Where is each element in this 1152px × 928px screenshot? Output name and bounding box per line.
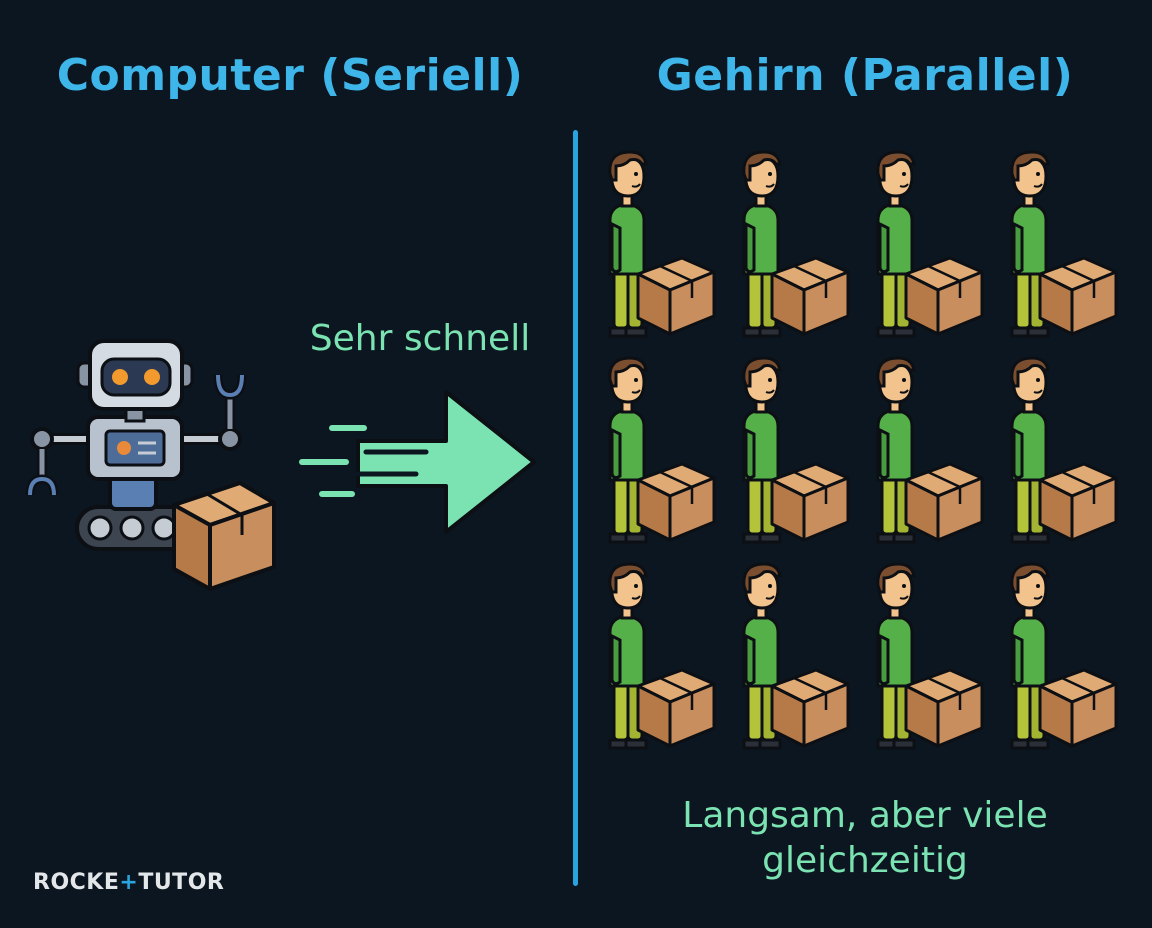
person-with-box-icon xyxy=(738,150,850,344)
slow-label-line-1: Langsam, aber viele xyxy=(682,795,1048,836)
robot-box-icon xyxy=(172,481,276,591)
divider-line xyxy=(573,130,578,886)
person-with-box-icon xyxy=(738,356,850,550)
fast-arrow-icon xyxy=(299,390,536,534)
person-with-box-icon xyxy=(1006,356,1118,550)
brand-plus: + xyxy=(119,870,139,895)
slow-label-line-2: gleichzeitig xyxy=(762,840,968,881)
person-with-box-icon xyxy=(604,562,716,756)
slow-label: Langsam, aber viele gleichzeitig xyxy=(650,793,1080,883)
person-with-box-icon xyxy=(1006,150,1118,344)
person-with-box-icon xyxy=(872,356,984,550)
person-with-box-icon xyxy=(872,150,984,344)
speed-label: Sehr schnell xyxy=(309,318,531,359)
robot-icon xyxy=(25,339,276,591)
brand-part2: TUTOR xyxy=(138,870,225,895)
title-brain-parallel: Gehirn (Parallel) xyxy=(656,50,1074,101)
brand-logo: ROCKE+TUTOR xyxy=(33,870,224,895)
person-with-box-icon xyxy=(872,562,984,756)
workers-grid xyxy=(604,150,1134,770)
person-with-box-icon xyxy=(738,562,850,756)
person-with-box-icon xyxy=(604,150,716,344)
brand-part1: ROCKE xyxy=(33,870,120,895)
title-computer-serial: Computer (Seriell) xyxy=(56,50,524,101)
person-with-box-icon xyxy=(604,356,716,550)
person-with-box-icon xyxy=(1006,562,1118,756)
